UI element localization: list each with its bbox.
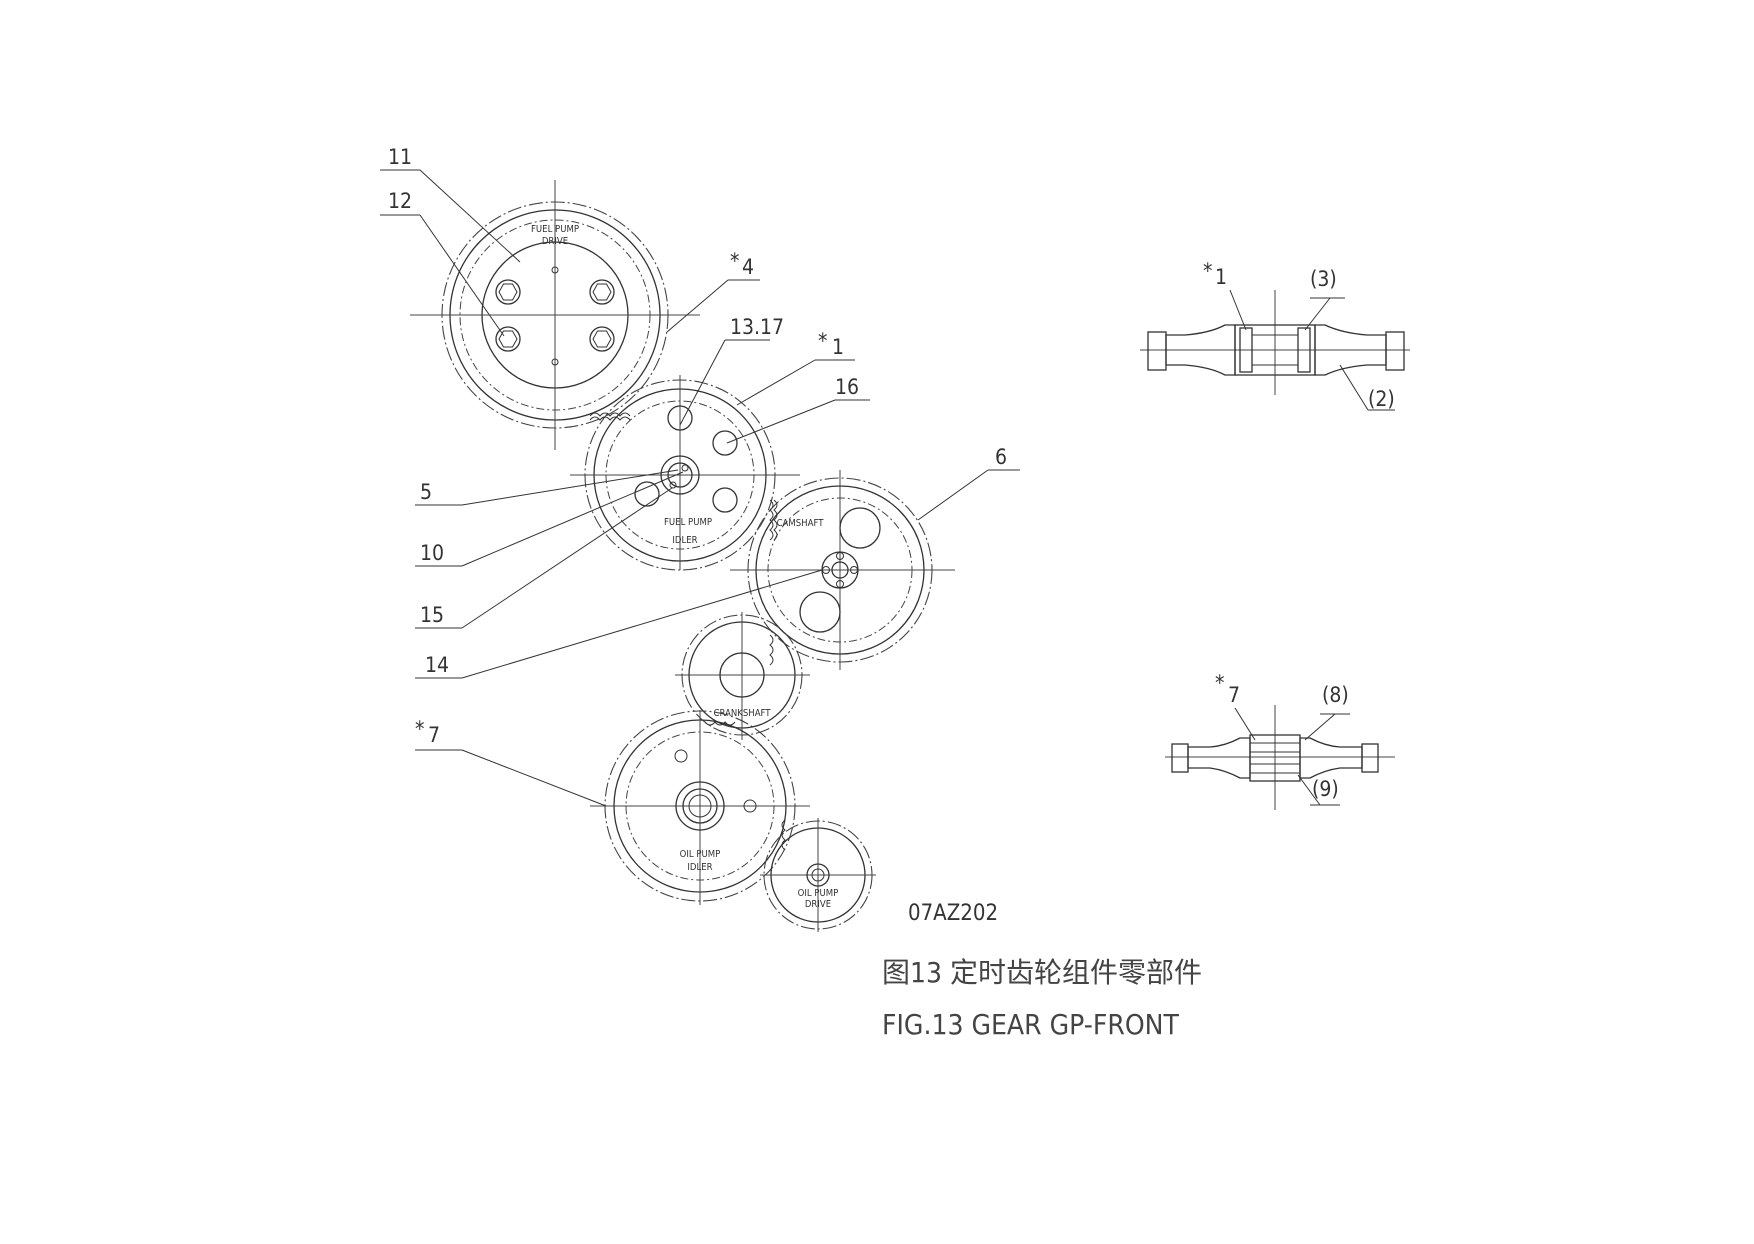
callout-1: 1 (832, 335, 844, 359)
section1-callout-2: (2) (1368, 387, 1395, 411)
figure-title-chinese: 图13 定时齿轮组件零部件 (882, 956, 1202, 989)
oil-pump-drive-label-1: OIL PUMP (798, 888, 839, 899)
callout-5: 5 (420, 480, 432, 504)
callout-7-asterisk: * (415, 717, 424, 741)
callout-10: 10 (420, 541, 444, 565)
oil-pump-idler-label-1: OIL PUMP (680, 849, 721, 860)
drawing-code: 07AZ202 (908, 901, 998, 926)
callout-leaders (380, 169, 1020, 807)
fuel-pump-idler-label-2: IDLER (672, 535, 697, 546)
crankshaft-label: CRANKSHAFT (713, 708, 771, 719)
callout-11: 11 (388, 145, 412, 169)
callout-1-asterisk: * (818, 329, 827, 353)
fuel-pump-drive-label-2: DRIVE (542, 236, 568, 247)
section2-callout-8: (8) (1322, 683, 1349, 707)
section2-asterisk: * (1215, 671, 1224, 695)
callout-4: 4 (742, 255, 754, 279)
section1-callout-3: (3) (1310, 267, 1337, 291)
section-view-oil-pump-idler: * 7 (8) (9) (1165, 671, 1395, 810)
oil-pump-idler-gear: OIL PUMP IDLER (590, 710, 810, 905)
callout-12: 12 (388, 189, 412, 213)
crankshaft-gear: CRANKSHAFT (675, 612, 810, 740)
callout-14: 14 (425, 653, 449, 677)
bolt-head-group (495, 279, 615, 352)
oil-pump-drive-label-2: DRIVE (805, 899, 831, 910)
callout-numbers: 11 12 * 4 13.17 * 1 16 5 10 15 14 6 * 7 (388, 145, 1007, 747)
callout-16: 16 (835, 375, 859, 399)
section2-callout-9: (9) (1312, 777, 1339, 801)
section1-callout-1: 1 (1215, 265, 1227, 289)
callout-15: 15 (420, 603, 444, 627)
oil-pump-idler-label-2: IDLER (687, 862, 712, 873)
camshaft-gear: CAMSHAFT (730, 470, 955, 670)
section2-callout-7: 7 (1228, 683, 1240, 707)
figure-title-english: FIG.13 GEAR GP-FRONT (882, 1008, 1179, 1041)
section-view-fuel-pump-idler: * 1 (3) (2) (1140, 259, 1410, 411)
fuel-pump-drive-gear: FUEL PUMP DRIVE (410, 180, 700, 450)
callout-4-asterisk: * (730, 249, 739, 273)
fuel-pump-drive-label-1: FUEL PUMP (531, 224, 579, 235)
callout-13-17: 13.17 (730, 315, 784, 339)
callout-6: 6 (995, 445, 1007, 469)
camshaft-label: CAMSHAFT (777, 518, 825, 529)
section1-asterisk: * (1203, 259, 1212, 283)
fuel-pump-idler-gear: FUEL PUMP IDLER (570, 375, 800, 571)
fuel-pump-idler-label-1: FUEL PUMP (664, 517, 712, 528)
oil-pump-drive-gear: OIL PUMP DRIVE (760, 818, 876, 932)
callout-7: 7 (428, 723, 440, 747)
